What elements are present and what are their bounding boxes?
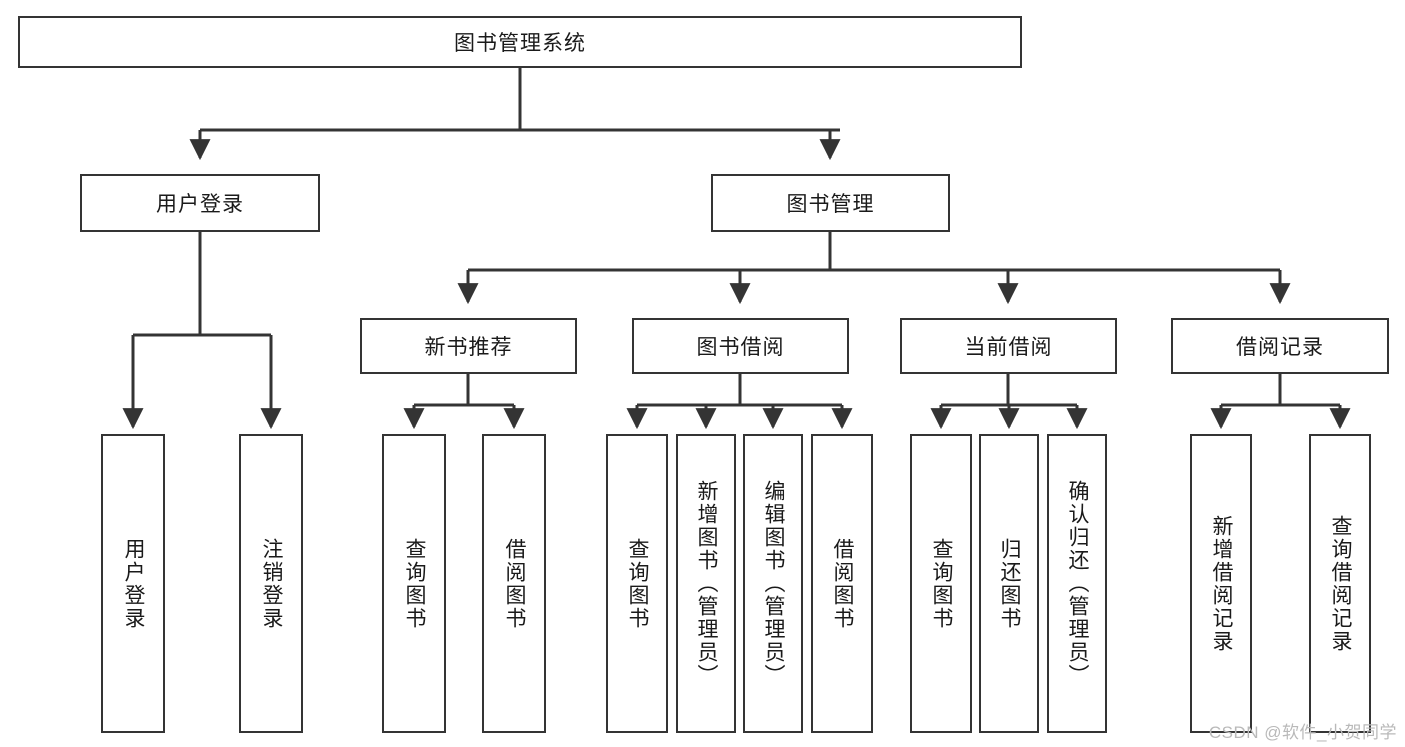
leaf-recommend-borrow-book-label: 借阅图书 bbox=[503, 537, 527, 630]
leaf-record-add-record[interactable]: 新增借阅记录 bbox=[1190, 434, 1252, 733]
node-root-system-label: 图书管理系统 bbox=[454, 32, 586, 55]
leaf-borrow-query-book-label: 查询图书 bbox=[626, 537, 650, 630]
node-book-borrow[interactable]: 图书借阅 bbox=[632, 318, 849, 374]
node-new-book-recommend-label: 新书推荐 bbox=[424, 336, 513, 359]
leaf-user-login-signin-label: 用户登录 bbox=[122, 537, 146, 630]
leaf-borrow-query-book[interactable]: 查询图书 bbox=[606, 434, 668, 733]
leaf-record-add-record-label: 新增借阅记录 bbox=[1210, 514, 1234, 653]
leaf-recommend-query-book-label: 查询图书 bbox=[403, 537, 427, 630]
node-current-borrow[interactable]: 当前借阅 bbox=[900, 318, 1117, 374]
leaf-borrow-edit-book[interactable]: 编辑图书（管理员） bbox=[743, 434, 803, 733]
node-borrow-record[interactable]: 借阅记录 bbox=[1171, 318, 1389, 374]
leaf-recommend-query-book[interactable]: 查询图书 bbox=[382, 434, 446, 733]
leaf-current-confirm-return[interactable]: 确认归还（管理员） bbox=[1047, 434, 1107, 733]
leaf-borrow-add-book-label: 新增图书（管理员） bbox=[695, 480, 719, 687]
node-user-login-label: 用户登录 bbox=[156, 193, 244, 216]
leaf-record-query-record[interactable]: 查询借阅记录 bbox=[1309, 434, 1371, 733]
node-root-system[interactable]: 图书管理系统 bbox=[18, 16, 1022, 68]
leaf-borrow-add-book[interactable]: 新增图书（管理员） bbox=[676, 434, 736, 733]
leaf-current-query-book-label: 查询图书 bbox=[930, 537, 954, 630]
leaf-current-return-book-label: 归还图书 bbox=[998, 537, 1022, 630]
node-new-book-recommend[interactable]: 新书推荐 bbox=[360, 318, 577, 374]
node-book-management[interactable]: 图书管理 bbox=[711, 174, 950, 232]
leaf-user-login-signout[interactable]: 注销登录 bbox=[239, 434, 303, 733]
leaf-borrow-edit-book-label: 编辑图书（管理员） bbox=[762, 480, 786, 687]
node-user-login[interactable]: 用户登录 bbox=[80, 174, 320, 232]
csdn-watermark: CSDN @软件_小贺同学 bbox=[1208, 723, 1397, 742]
leaf-current-confirm-return-label: 确认归还（管理员） bbox=[1066, 480, 1090, 687]
leaf-current-return-book[interactable]: 归还图书 bbox=[979, 434, 1039, 733]
leaf-recommend-borrow-book[interactable]: 借阅图书 bbox=[482, 434, 546, 733]
leaf-user-login-signin[interactable]: 用户登录 bbox=[101, 434, 165, 733]
leaf-current-query-book[interactable]: 查询图书 bbox=[910, 434, 972, 733]
leaf-record-query-record-label: 查询借阅记录 bbox=[1329, 514, 1353, 653]
leaf-borrow-borrow-book[interactable]: 借阅图书 bbox=[811, 434, 873, 733]
node-book-management-label: 图书管理 bbox=[786, 193, 875, 216]
leaf-borrow-borrow-book-label: 借阅图书 bbox=[831, 537, 855, 630]
leaf-user-login-signout-label: 注销登录 bbox=[260, 537, 284, 630]
node-book-borrow-label: 图书借阅 bbox=[696, 336, 785, 359]
node-current-borrow-label: 当前借阅 bbox=[964, 336, 1053, 359]
node-borrow-record-label: 借阅记录 bbox=[1236, 336, 1324, 359]
